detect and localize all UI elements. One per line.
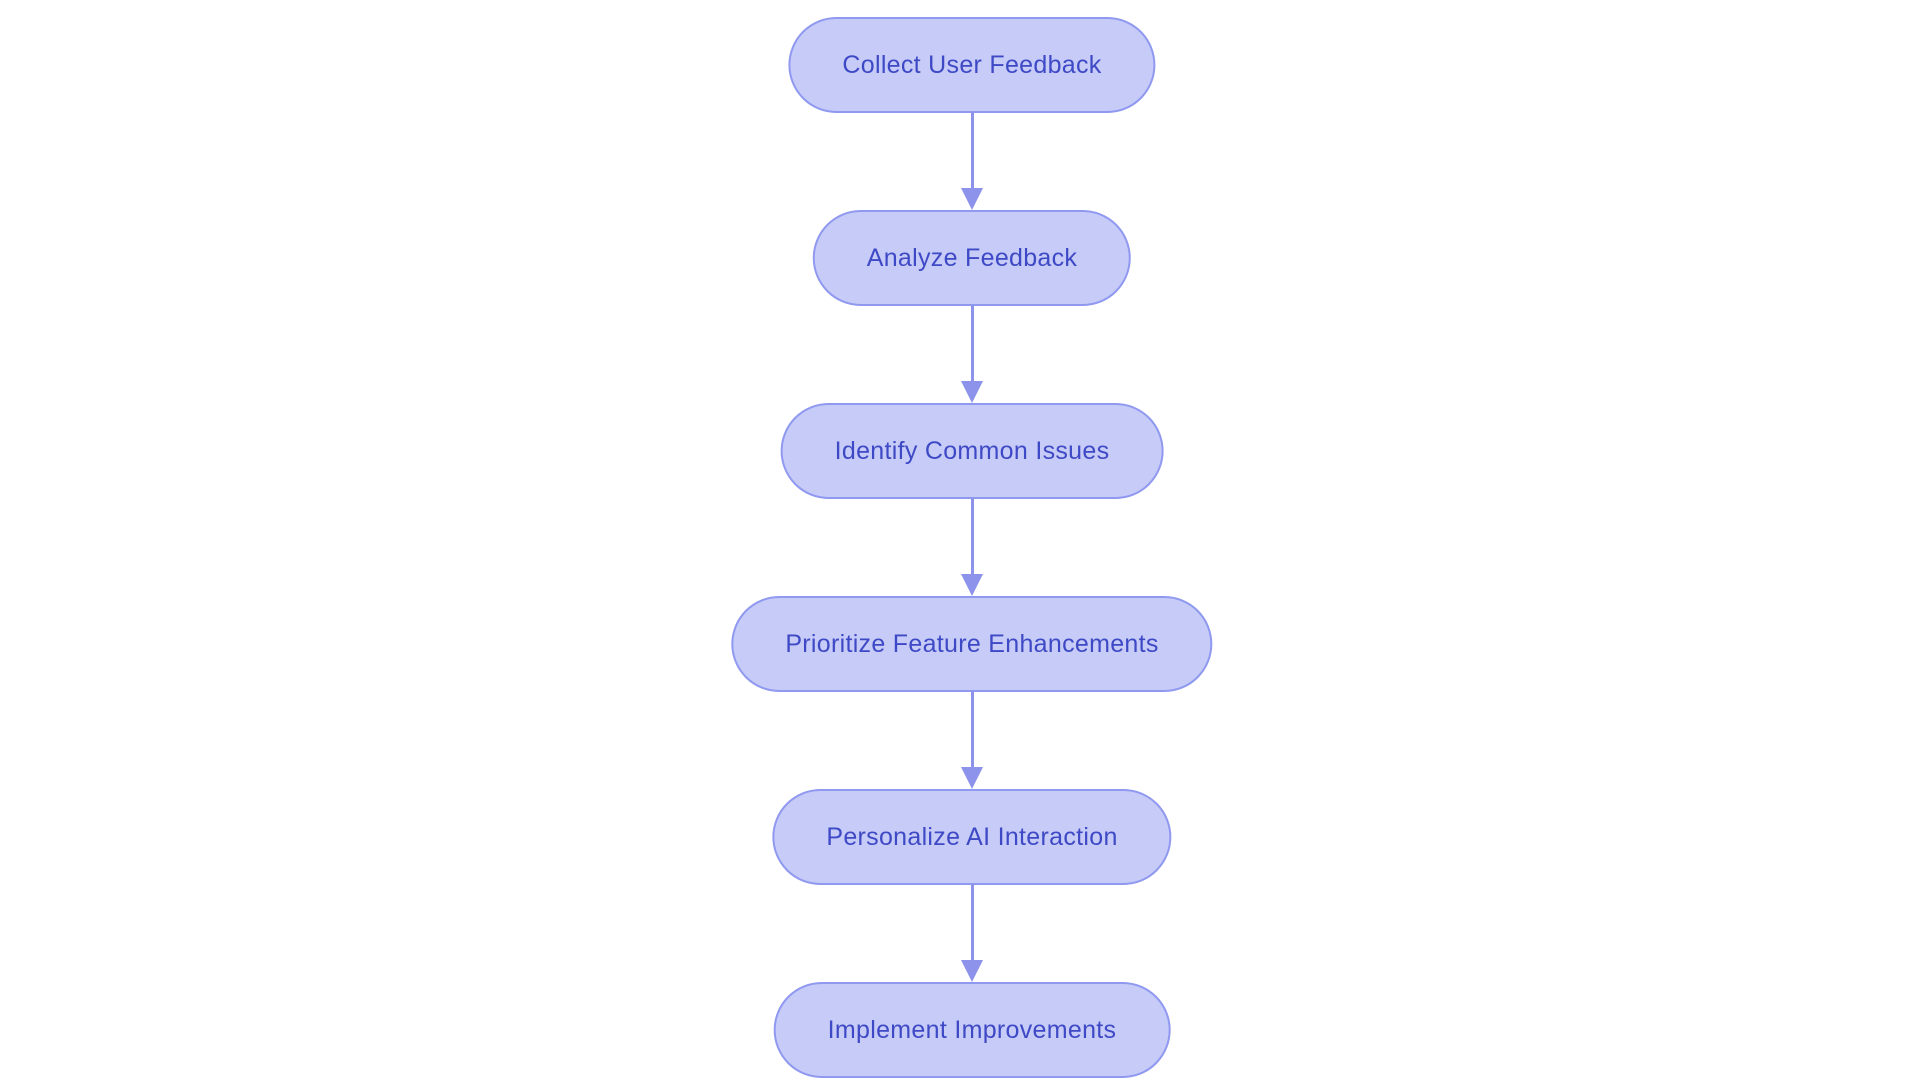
flow-node-label: Analyze Feedback bbox=[866, 243, 1078, 272]
flow-node-personalize-ai-interaction: Personalize AI Interaction bbox=[772, 789, 1172, 885]
flow-node-implement-improvements: Implement Improvements bbox=[773, 982, 1171, 1078]
flow-node-prioritize-feature-enhancements: Prioritize Feature Enhancements bbox=[731, 596, 1213, 692]
flow-arrow-line-prioritize-feature-enhancements-to-personalize-ai-interaction bbox=[970, 691, 974, 767]
flow-node-label: Personalize AI Interaction bbox=[826, 822, 1118, 851]
flow-arrow-line-collect-user-feedback-to-analyze-feedback bbox=[970, 112, 974, 188]
flow-arrowhead-icon bbox=[961, 960, 983, 982]
flow-arrow-line-identify-common-issues-to-prioritize-feature-enhancements bbox=[970, 498, 974, 574]
flow-node-label: Implement Improvements bbox=[827, 1015, 1117, 1044]
flow-node-label: Prioritize Feature Enhancements bbox=[785, 629, 1159, 658]
flow-arrow-line-analyze-feedback-to-identify-common-issues bbox=[970, 305, 974, 381]
flow-node-identify-common-issues: Identify Common Issues bbox=[780, 403, 1164, 499]
flow-node-label: Collect User Feedback bbox=[842, 50, 1102, 79]
flow-arrow-line-personalize-ai-interaction-to-implement-improvements bbox=[970, 884, 974, 960]
flow-arrowhead-icon bbox=[961, 767, 983, 789]
flow-arrowhead-icon bbox=[961, 574, 983, 596]
flow-node-label: Identify Common Issues bbox=[834, 436, 1110, 465]
flow-arrowhead-icon bbox=[961, 188, 983, 210]
flow-node-collect-user-feedback: Collect User Feedback bbox=[788, 17, 1156, 113]
flow-arrowhead-icon bbox=[961, 381, 983, 403]
flow-node-analyze-feedback: Analyze Feedback bbox=[812, 210, 1132, 306]
